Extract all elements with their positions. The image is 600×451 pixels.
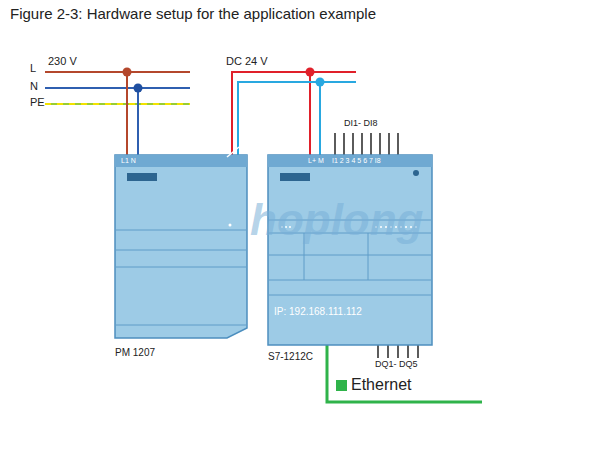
figure-title: Figure 2-3: Hardware setup for the appli… (10, 6, 376, 23)
power-module: L1 NPM 1207 (115, 155, 247, 338)
l-drop-wire (126, 72, 128, 156)
terminal-label: L+ M (308, 157, 324, 165)
device-name: S7-1212C (268, 351, 313, 362)
mains-pe-wire (45, 103, 190, 105)
voltage-label: 230 V (48, 55, 77, 67)
ethernet-cable (327, 345, 482, 402)
legend-text: Ethernet (351, 376, 411, 394)
dc-supply-wire (238, 82, 320, 155)
watermark: hoplong (250, 196, 424, 244)
mains-pe-stripe (45, 103, 190, 105)
line-label: L (30, 62, 36, 74)
plc-cpu: L+ M I1 2 3 4 5 6 7 I8 IP: 192.168.111.112… (268, 155, 432, 345)
device-name: PM 1207 (115, 347, 155, 358)
line-label: N (30, 80, 38, 92)
signal-label: DI1- DI8 (344, 119, 378, 129)
power-module-body (115, 155, 247, 338)
junction-dot (123, 68, 132, 77)
ip-address: IP: 192.168.111.112 (274, 306, 362, 317)
line-label: PE (30, 96, 45, 108)
dc-minus-wire (320, 81, 356, 83)
di-terminals (335, 133, 398, 156)
junction-dot (134, 84, 143, 93)
legend-swatch (336, 380, 347, 391)
terminal-label: L1 N (121, 157, 136, 165)
voltage-label: DC 24 V (226, 55, 268, 67)
dq-terminals (378, 345, 418, 358)
signal-label: DQ1- DQ5 (375, 360, 418, 370)
dc-supply-wire (232, 72, 310, 155)
terminal-label: I1 2 3 4 5 6 7 I8 (332, 157, 381, 165)
mains-l-wire (45, 71, 190, 73)
n-drop-wire (137, 88, 139, 156)
dc-plus-wire (310, 71, 356, 73)
mains-n-wire (45, 87, 190, 89)
